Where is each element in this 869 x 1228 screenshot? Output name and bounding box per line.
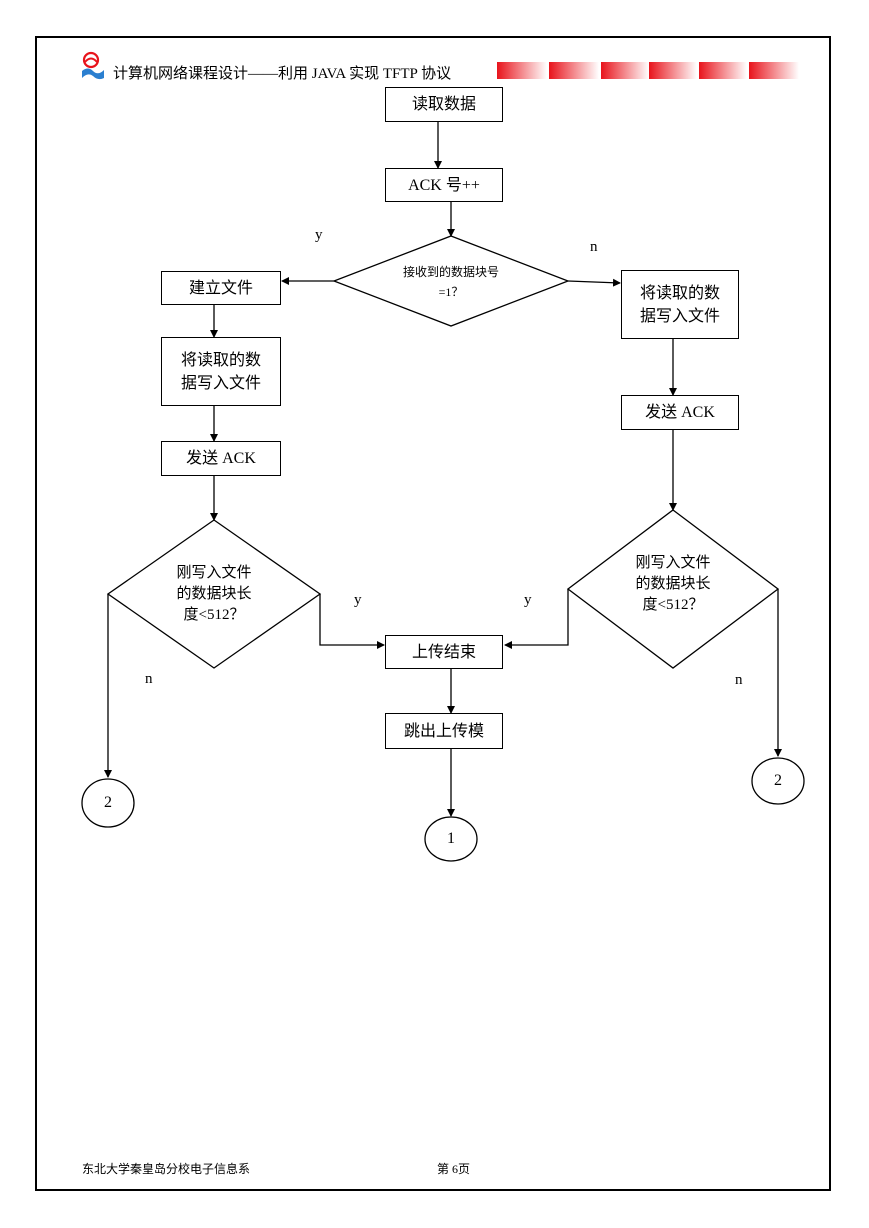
write-left-line1: 将读取的数 <box>180 351 261 369</box>
connector-2-left: 2 <box>104 794 112 811</box>
footer-page-number: 第 6页 <box>437 1162 471 1176</box>
write-file-box-right: 将读取的数 据写入文件 <box>621 270 739 339</box>
create-file-box: 建立文件 <box>161 271 281 305</box>
exit-upload-box: 跳出上传模 <box>385 713 503 749</box>
write-right-line2: 据写入文件 <box>639 307 720 325</box>
decision-right-line3: 度<512？ <box>642 597 704 613</box>
decision-left-line1: 刚写入文件 <box>176 565 252 581</box>
decision-length-left-text: 刚写入文件 的数据块长 度<512？ <box>139 563 289 626</box>
decision-diamond-right <box>566 509 780 669</box>
send-ack-box-right: 发送 ACK <box>621 395 739 430</box>
page-frame <box>35 36 831 1191</box>
decision-block-line1: 接收到的数据块号 <box>402 265 499 279</box>
label-y-top: y <box>315 227 323 243</box>
decision-left-line2: 的数据块长 <box>176 586 252 602</box>
decision-block-text: 接收到的数据块号 =1？ <box>376 262 526 302</box>
write-file-box-left: 将读取的数 据写入文件 <box>161 337 281 406</box>
decision-diamond-block <box>332 235 570 327</box>
decision-length-right-text: 刚写入文件 的数据块长 度<512？ <box>598 553 748 616</box>
read-data-box: 读取数据 <box>385 87 503 122</box>
label-y-left: y <box>354 592 362 608</box>
connector-2-right: 2 <box>774 772 782 789</box>
upload-end-box: 上传结束 <box>385 635 503 669</box>
write-left-line2: 据写入文件 <box>180 374 261 392</box>
decision-diamond-left <box>106 519 322 669</box>
header-decoration <box>497 62 802 84</box>
send-ack-box-left: 发送 ACK <box>161 441 281 476</box>
write-right-line1: 将读取的数 <box>639 284 720 302</box>
label-n-right: n <box>735 672 743 688</box>
label-y-right: y <box>524 592 532 608</box>
label-n-top: n <box>590 239 598 255</box>
decision-left-line3: 度<512？ <box>183 607 245 623</box>
header-title: 计算机网络课程设计——利用 JAVA 实现 TFTP 协议 <box>113 66 452 82</box>
label-n-left: n <box>145 671 153 687</box>
ack-increment-box: ACK 号++ <box>385 168 503 202</box>
footer-org: 东北大学秦皇岛分校电子信息系 <box>82 1162 251 1176</box>
decision-right-line1: 刚写入文件 <box>635 555 711 571</box>
decision-right-line2: 的数据块长 <box>635 576 711 592</box>
decision-block-line2: =1？ <box>438 285 464 299</box>
school-logo-icon <box>80 51 106 86</box>
connector-1-center: 1 <box>447 830 455 847</box>
